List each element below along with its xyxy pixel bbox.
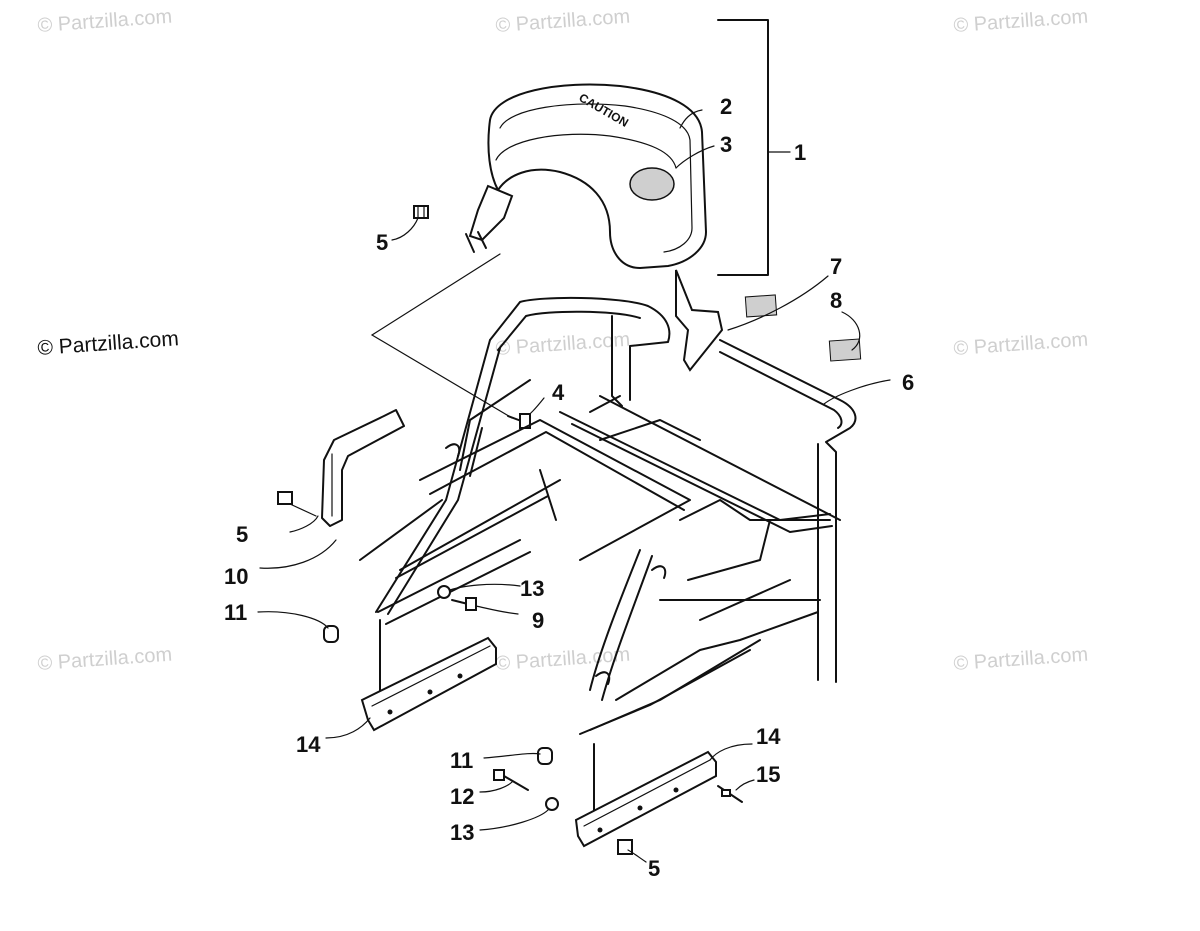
leader-line	[259, 539, 337, 569]
backrest-pad: CAUTION	[487, 83, 708, 270]
watermark: © Partzilla.com	[953, 329, 1089, 360]
decal-7	[744, 294, 778, 318]
callout-5: 5	[648, 856, 660, 881]
callout-10: 10	[224, 564, 248, 589]
leader-line	[483, 752, 541, 759]
callout-7: 7	[830, 254, 842, 279]
callout-14: 14	[296, 732, 321, 757]
leader-line	[823, 379, 891, 405]
watermark: © Partzilla.com	[495, 6, 631, 37]
watermark: © Partzilla.com	[495, 329, 631, 360]
callout-12: 12	[450, 784, 474, 809]
backrest-badge	[629, 167, 675, 201]
callout-5: 5	[376, 230, 388, 255]
callout-5: 5	[236, 522, 248, 547]
leader-line	[627, 849, 647, 863]
leader-line	[679, 109, 703, 129]
callout-6: 6	[902, 370, 914, 395]
leader-line	[709, 743, 753, 761]
grab-handle	[321, 409, 405, 527]
callout-9: 9	[532, 608, 544, 633]
assembly-bracket	[717, 19, 769, 276]
leader-line	[449, 583, 521, 591]
leader-line	[289, 503, 317, 517]
leader-line	[479, 809, 549, 831]
leader-line	[479, 781, 513, 793]
callout-15: 15	[756, 762, 780, 787]
mount-plate	[360, 636, 497, 732]
leader-line	[727, 275, 829, 331]
nut-icon	[413, 205, 429, 219]
leader-line	[257, 611, 329, 629]
callout-2: 2	[720, 94, 732, 119]
callout-1: 1	[794, 140, 806, 165]
callout-11: 11	[450, 748, 473, 773]
callout-8: 8	[830, 288, 842, 313]
cap-icon	[537, 747, 553, 765]
callout-3: 3	[720, 132, 732, 157]
washer-icon	[437, 585, 451, 599]
callout-11: 11	[224, 600, 247, 625]
nut-icon	[277, 491, 293, 505]
watermark: © Partzilla.com	[37, 6, 173, 37]
leader-line	[391, 217, 419, 241]
backrest-left-mount	[465, 184, 514, 253]
watermark: © Partzilla.com	[953, 6, 1089, 37]
nut-icon	[617, 839, 633, 855]
watermark: © Partzilla.com	[953, 644, 1089, 675]
exploded-path	[370, 253, 513, 419]
bolt-icon	[493, 769, 529, 791]
decal-8	[828, 338, 862, 362]
callout-4: 4	[552, 380, 565, 405]
backrest-right-mount	[675, 269, 724, 372]
cap-icon	[323, 625, 339, 643]
watermark: © Partzilla.com	[37, 644, 173, 675]
rivet-icon	[717, 785, 743, 803]
callout-14: 14	[756, 724, 781, 749]
rack-frame	[359, 296, 857, 735]
leader-line	[735, 779, 755, 791]
leader-line	[325, 717, 371, 739]
mount-plate	[574, 750, 717, 848]
leader-line	[289, 515, 319, 533]
leader-line	[475, 605, 519, 615]
callout-13: 13	[520, 576, 544, 601]
washer-icon	[545, 797, 559, 811]
leader-line	[841, 311, 861, 351]
bolt-icon	[451, 597, 477, 611]
watermark-dark: © Partzilla.com	[37, 327, 180, 360]
callout-13: 13	[450, 820, 474, 845]
leader-line	[675, 145, 715, 169]
